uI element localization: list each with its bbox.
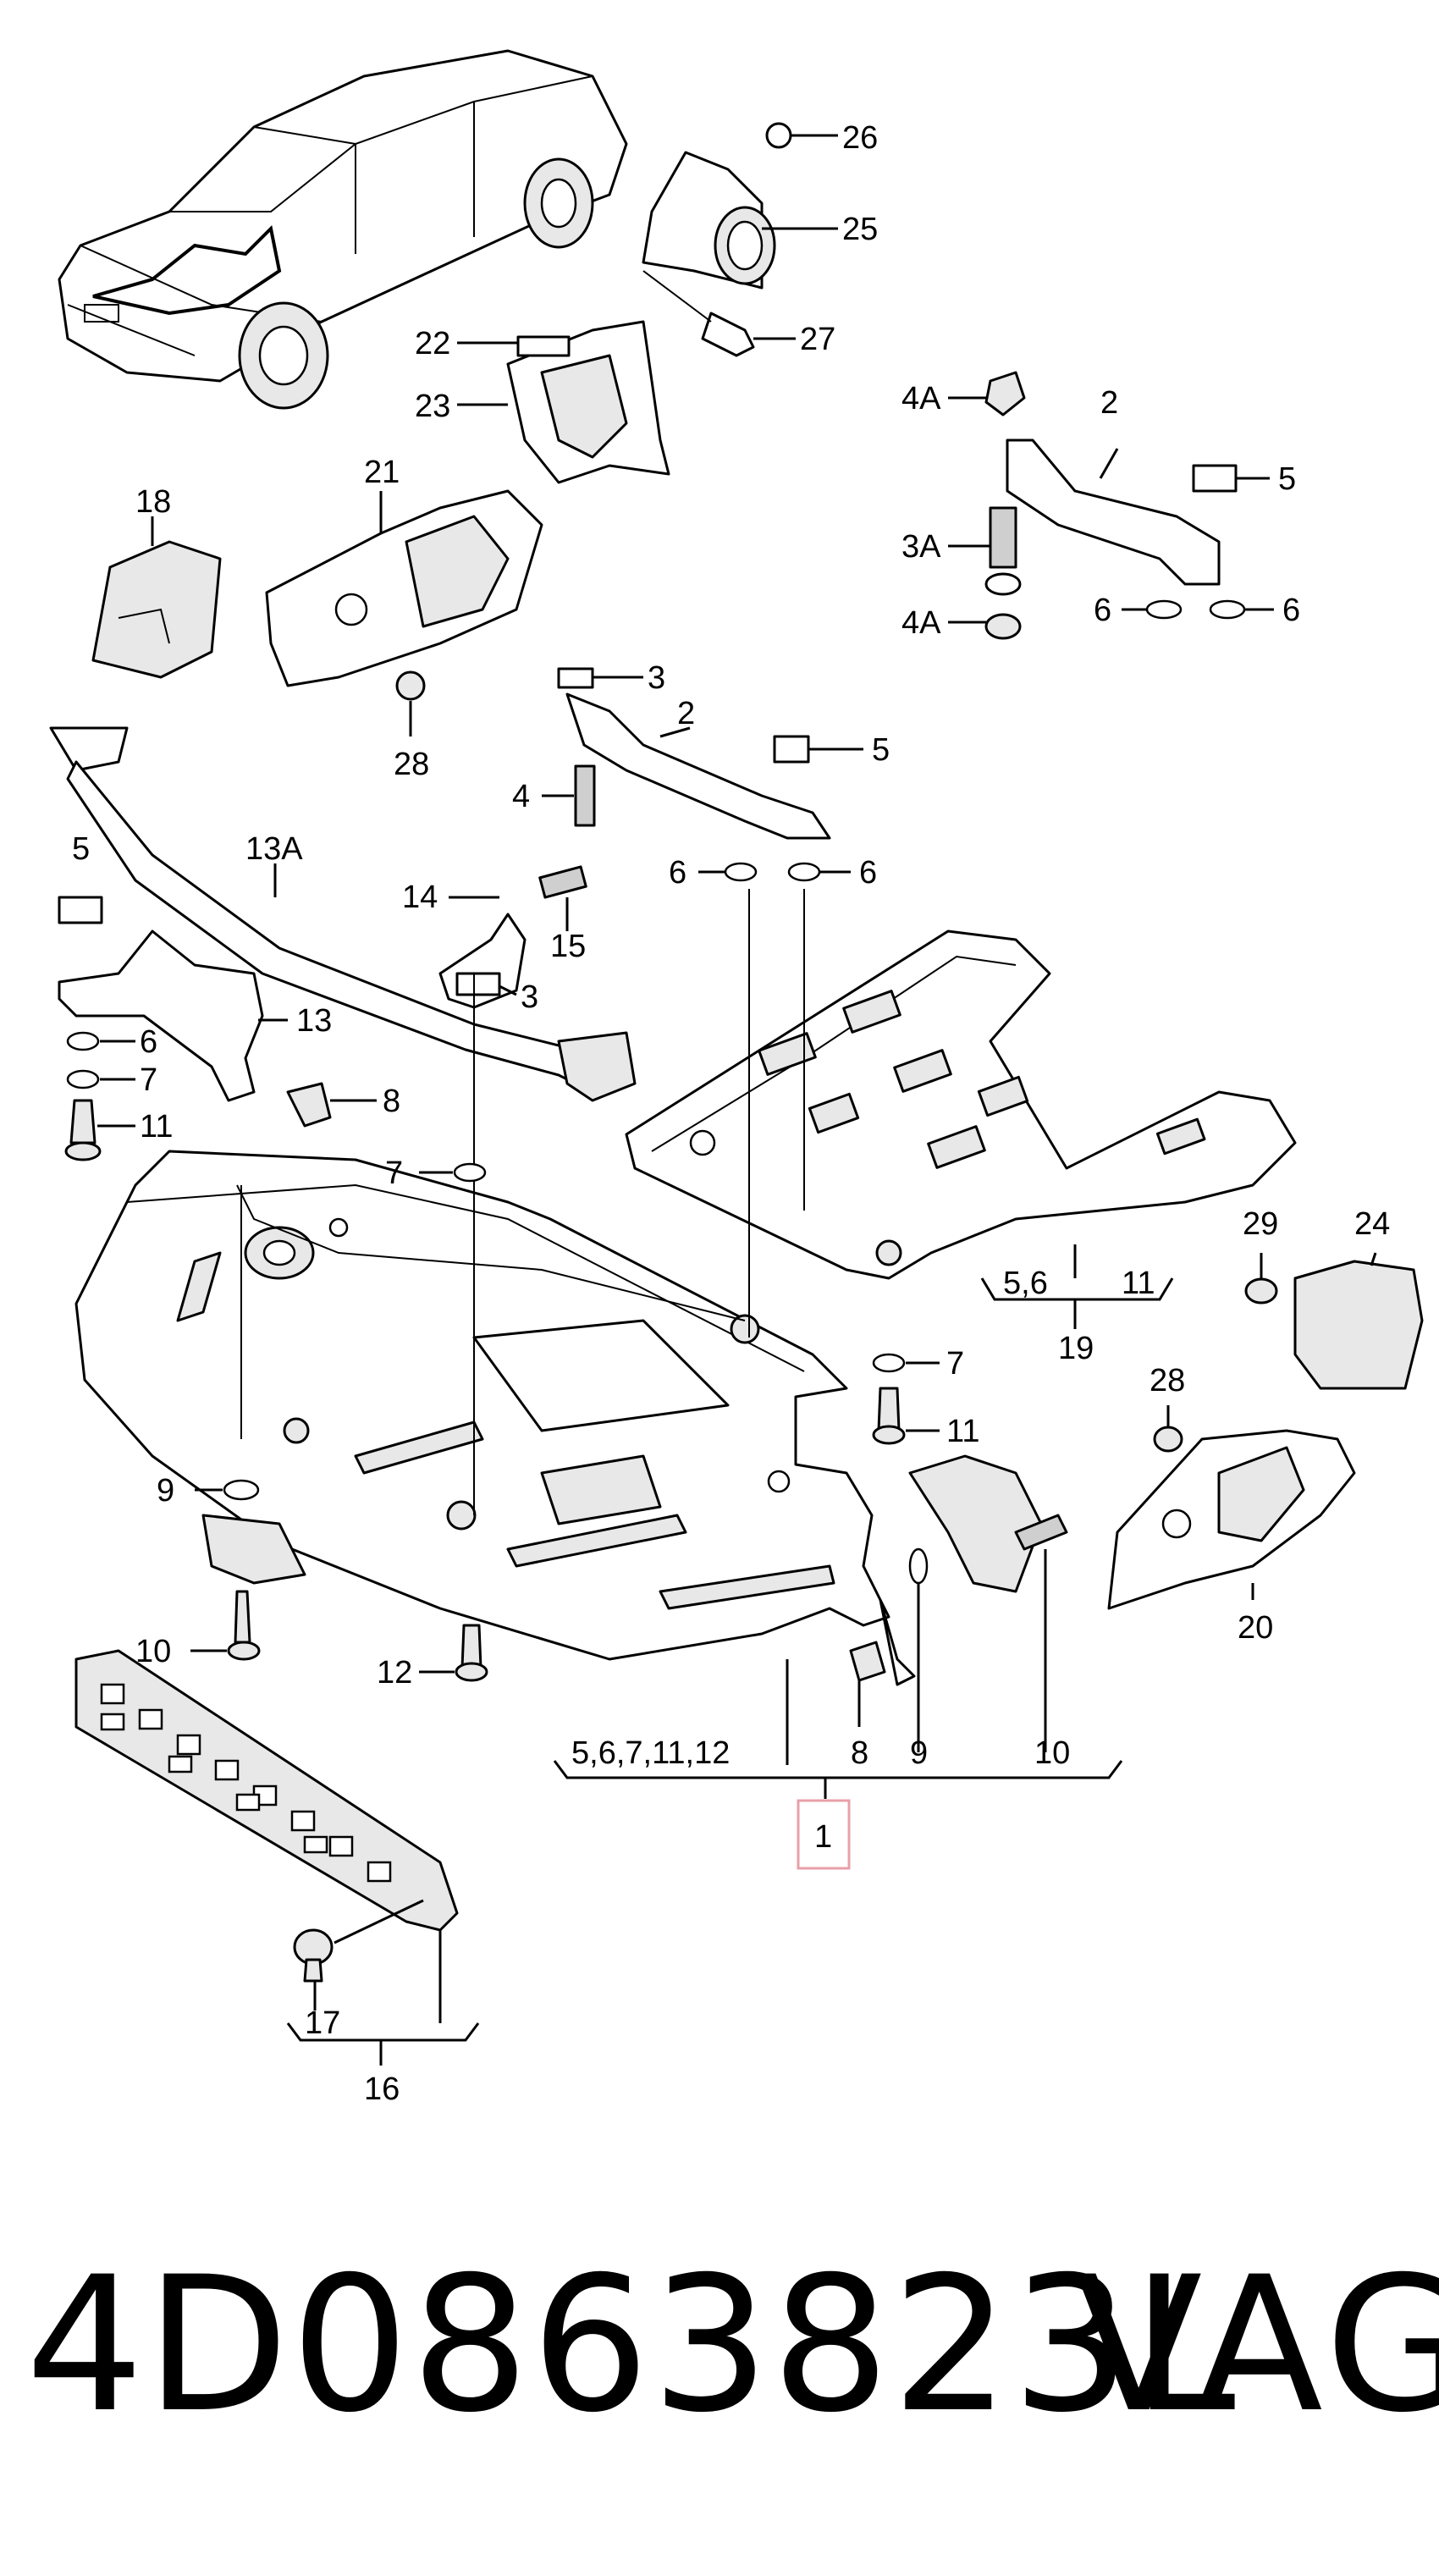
callout-5-left: 5 [72, 831, 90, 867]
callout-22: 22 [415, 326, 450, 361]
callout-15: 15 [550, 929, 586, 964]
callout-27: 27 [800, 322, 835, 357]
callout-25: 25 [842, 212, 878, 247]
callout-8-left: 8 [383, 1084, 400, 1119]
fasteners-left [190, 1162, 488, 1682]
callout-7-center: 7 [385, 1156, 403, 1191]
guide-lines [240, 889, 805, 1515]
callout-3a: 3A [901, 529, 941, 565]
callout-8-bottom: 8 [851, 1735, 868, 1771]
callout-28-right: 28 [1150, 1363, 1185, 1398]
callout-3-mid: 3 [648, 660, 665, 696]
callout-6-m2: 6 [859, 855, 877, 891]
callout-6-left: 6 [140, 1024, 157, 1060]
callout-1-group: 5,6,7,11,12 [571, 1735, 730, 1771]
part-21-shield [265, 489, 543, 736]
callout-14: 14 [402, 880, 438, 915]
callout-19-group: 5,6 [1003, 1266, 1048, 1301]
callout-4a-top: 4A [901, 381, 941, 416]
callout-23: 23 [415, 389, 450, 424]
callout-11-left: 11 [140, 1109, 173, 1145]
part-25-assembly [642, 122, 838, 357]
part-23-shield [457, 320, 670, 484]
callout-20: 20 [1238, 1610, 1273, 1646]
flap-and-fasteners [849, 1454, 1068, 1752]
callout-19: 19 [1058, 1331, 1094, 1366]
callout-24: 24 [1354, 1206, 1390, 1242]
callout-16: 16 [364, 2071, 400, 2107]
fasteners-right [872, 1353, 940, 1445]
callout-10-left: 10 [135, 1634, 171, 1669]
clip-8-left [286, 1082, 377, 1128]
car-illustration [58, 49, 628, 410]
callout-10-bottom: 10 [1034, 1735, 1070, 1771]
callout-5-right: 5 [1278, 461, 1296, 497]
callout-28-top: 28 [394, 747, 429, 782]
grille-part-16 [74, 1649, 480, 2066]
callout-29: 29 [1243, 1206, 1278, 1242]
callout-1-highlight-box[interactable] [797, 1799, 851, 1870]
bracket-13-left [58, 896, 288, 1161]
part-18-block [91, 516, 222, 679]
part-24-cover [1244, 1252, 1424, 1390]
callout-6-m1: 6 [669, 855, 686, 891]
callout-17: 17 [305, 2005, 340, 2041]
callout-12: 12 [377, 1655, 412, 1691]
callout-19-11: 11 [1122, 1266, 1155, 1301]
callout-9-bottom: 9 [910, 1735, 928, 1771]
callout-1[interactable]: 1 [814, 1819, 832, 1855]
bracket-14-15 [438, 865, 587, 1009]
bracket-2-middle [542, 667, 863, 882]
group-bracket-1 [553, 1659, 1123, 1799]
bracket-2-upper [948, 371, 1274, 640]
callout-4-mid: 4 [512, 779, 530, 814]
callout-6-r1: 6 [1094, 593, 1111, 628]
strut-bar-13a [49, 726, 637, 1102]
brand-name: VAG [1075, 2237, 1439, 2453]
callout-4a-bottom: 4A [901, 605, 941, 641]
callout-26: 26 [842, 120, 878, 156]
callout-5-mid: 5 [872, 732, 890, 768]
callout-18: 18 [135, 484, 171, 520]
undertray-19 [625, 929, 1297, 1329]
callout-13a: 13A [245, 831, 303, 867]
callout-7-right: 7 [946, 1346, 964, 1382]
callout-11-right: 11 [946, 1414, 979, 1449]
callout-21: 21 [364, 455, 400, 490]
callout-13: 13 [296, 1003, 332, 1039]
part-number: 4D0863823L [25, 2237, 1238, 2453]
callout-7-left: 7 [140, 1062, 157, 1098]
callout-6-r2: 6 [1282, 593, 1300, 628]
callout-3-left: 3 [521, 979, 538, 1015]
callout-2-right: 2 [1100, 385, 1118, 421]
parts-diagram: 26 25 27 22 23 4A 2 5 3A 4A 6 6 [49, 49, 1424, 2107]
callout-2-mid: 2 [677, 696, 695, 731]
callout-9-left: 9 [157, 1473, 174, 1509]
part-20-shield [1107, 1405, 1356, 1610]
